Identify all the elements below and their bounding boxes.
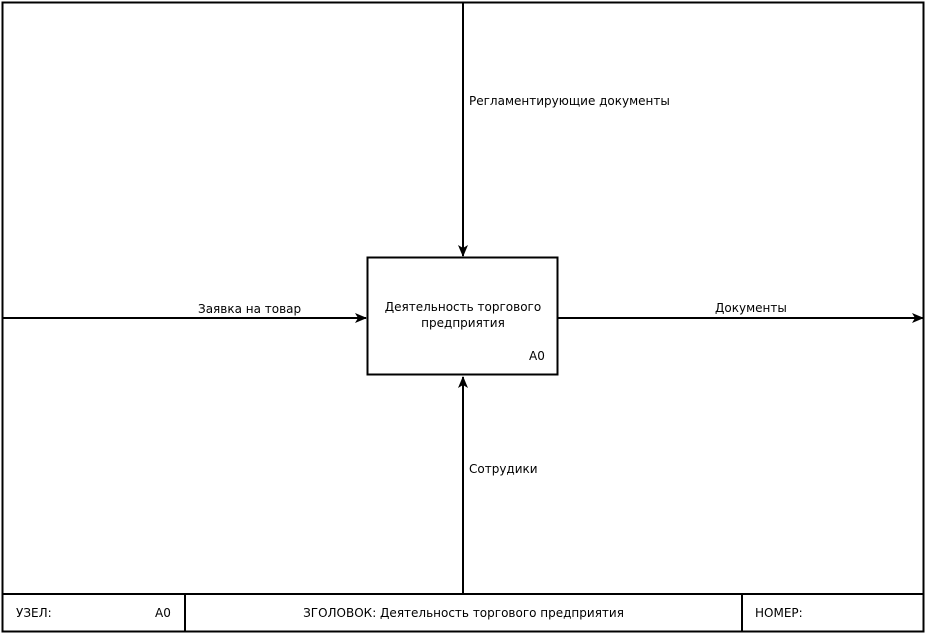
mechanism-arrow-label: Сотрудики — [469, 462, 538, 476]
footer-number-label: НОМЕР: — [755, 606, 803, 620]
function-box-node-id: A0 — [529, 349, 545, 363]
function-box[interactable] — [366, 256, 559, 376]
footer-node-label: УЗЕЛ: — [16, 606, 52, 620]
footer-title: ЗГОЛОВОК: Деятельность торгового предпри… — [303, 606, 624, 620]
function-box-title: Деятельность торгового предприятия — [384, 300, 542, 330]
footer-node-value: A0 — [155, 606, 171, 620]
output-arrow-label: Документы — [715, 301, 787, 315]
input-arrow-label: Заявка на товар — [198, 302, 302, 316]
control-arrow-label: Регламентирующие документы — [469, 94, 670, 108]
